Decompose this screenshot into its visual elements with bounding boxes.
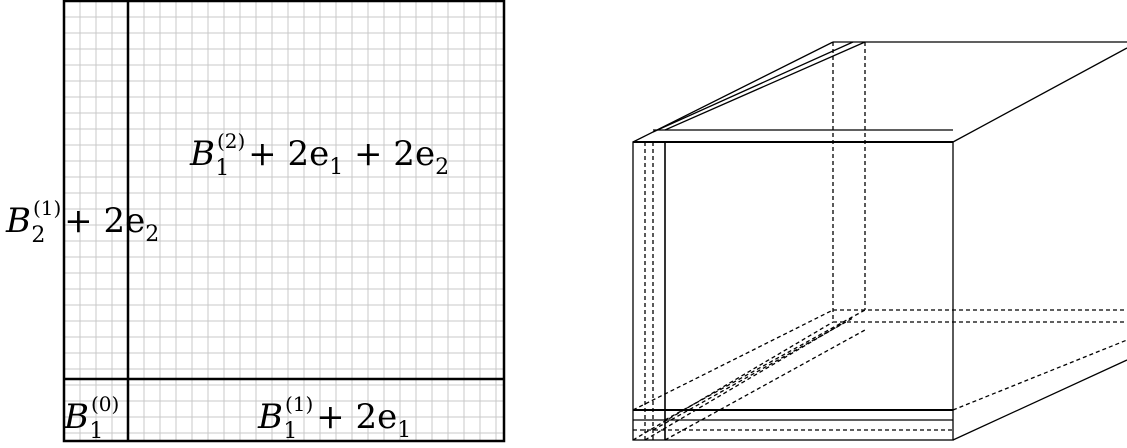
- top-edge-left-inner-2: [652, 41, 854, 133]
- front-face: [632, 141, 954, 441]
- right-face-strip-edge: [952, 339, 1127, 411]
- top-edge-right: [952, 47, 1127, 143]
- hidden-edges: [632, 42, 1127, 441]
- label-top-region: B(2)1 + 2e1 + 2e2: [189, 129, 449, 181]
- background-grid: [64, 1, 504, 441]
- outer-square: [62, 0, 506, 443]
- top-edge-left-inner: [664, 41, 866, 131]
- label-left-strip: B(1)2 + 2e2: [5, 196, 159, 248]
- label-bottom-strip: B(1)1 + 2e1: [257, 392, 411, 444]
- left-panel: B(2)1 + 2e1 + 2e2 B(1)2 + 2e2 B(0)1 B(1)…: [5, 0, 506, 444]
- label-corner: B(0)1: [63, 392, 119, 444]
- right-panel-3d-box: [632, 41, 1127, 441]
- right-face-bottom-edge: [952, 359, 1127, 441]
